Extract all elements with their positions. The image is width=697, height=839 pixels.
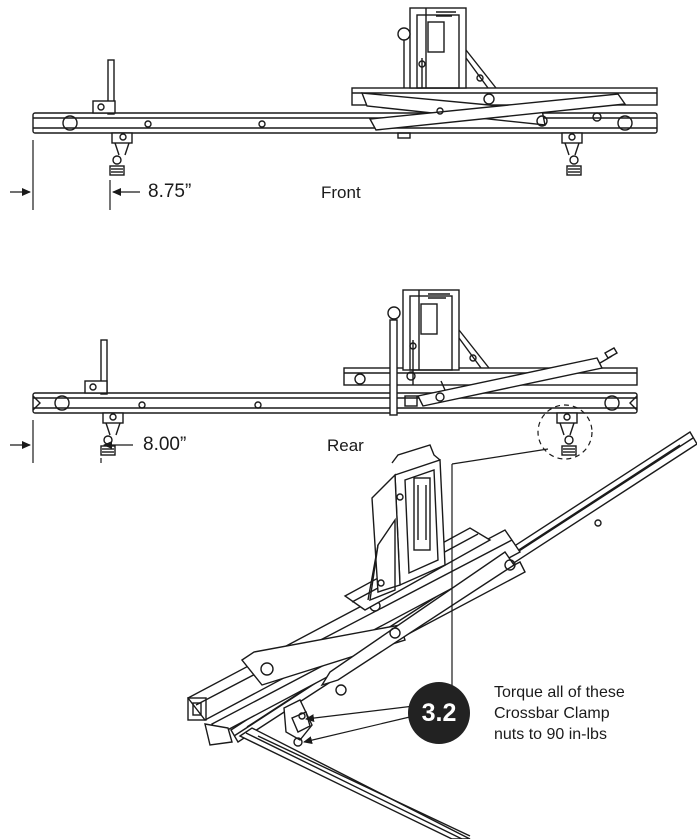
torque-instruction-line-1: Torque all of these [494, 684, 625, 701]
rear-view-drawing [10, 289, 638, 463]
torque-instruction-line-3: nuts to 90 in-lbs [494, 726, 607, 743]
front-view-drawing [10, 7, 658, 210]
isometric-view-drawing [186, 431, 697, 839]
torque-instruction-line-2: Crossbar Clamp [494, 705, 610, 722]
front-view-label: Front [321, 183, 361, 202]
front-dimension-label: 8.75” [148, 181, 192, 202]
rear-view-label: Rear [327, 436, 364, 455]
torque-instruction: Torque all of these Crossbar Clamp nuts … [494, 682, 625, 745]
rear-dimension-label: 8.00” [143, 434, 187, 455]
step-number-badge: 3.2 [408, 682, 470, 744]
